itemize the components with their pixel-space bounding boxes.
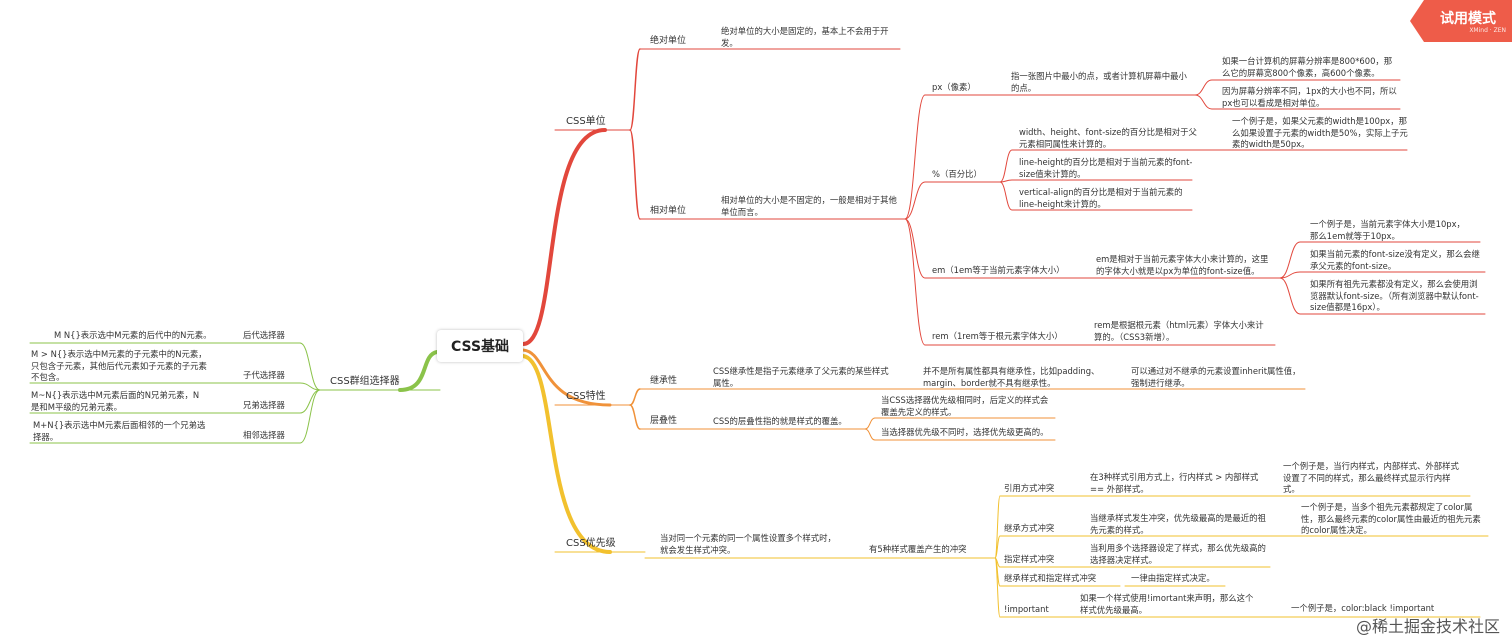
em-note-3[interactable]: 如果所有祖先元素都没有定义，那么会使用浏览器默认font-size。（所有浏览器… [1310, 279, 1479, 312]
topic-relative-unit[interactable]: 相对单位 [650, 206, 687, 216]
px-desc[interactable]: 指一张图片中最小的点，或者计算机屏幕中最小的点。 [1011, 71, 1187, 93]
connector [629, 404, 641, 430]
branch-priority [521, 354, 612, 554]
priority-item-desc[interactable]: 如果一个样式使用!imortant来声明，那么这个样式优先级最高。 [1080, 593, 1254, 615]
em-note-2[interactable]: 如果当前元素的font-size没有定义，那么会继承父元素的font-size。 [1310, 249, 1480, 271]
topic-inherit[interactable]: 继承性 [650, 376, 678, 386]
priority-item-desc[interactable]: 一律由指定样式决定。 [1131, 573, 1215, 583]
priority-item-desc[interactable]: 在3种样式引用方式上，行内样式 > 内部样式 == 外部样式。 [1090, 472, 1259, 494]
connector [629, 388, 641, 406]
priority-item-label[interactable]: !important [1004, 604, 1049, 614]
priority-item-label[interactable]: 继承方式冲突 [1004, 523, 1055, 533]
topic-css-selectors[interactable]: CSS群组选择器 [330, 376, 400, 387]
selector-label[interactable]: 兄弟选择器 [243, 400, 285, 410]
topic-em[interactable]: em（1em等于当前元素字体大小） [932, 265, 1065, 275]
cascade-note-1[interactable]: 当CSS选择器优先级相同时，后定义的样式会覆盖先定义的样式。 [881, 395, 1049, 417]
topic-px[interactable]: px（像素） [932, 82, 976, 92]
priority-item-example[interactable]: 一个例子是，当多个祖先元素都规定了color属性，那么最终元素的color属性由… [1301, 502, 1481, 535]
connector [299, 382, 321, 391]
connector [999, 149, 1013, 183]
inherit-desc-3[interactable]: 可以通过对不继承的元素设置inherit属性值，强制进行继承。 [1131, 366, 1301, 388]
connector [299, 389, 321, 444]
connector [994, 535, 1001, 559]
topic-css-priority[interactable]: CSS优先级 [566, 538, 616, 549]
percent-desc-b[interactable]: line-height的百分比是相对于当前元素的font-size值来计算的。 [1019, 157, 1193, 179]
priority-item-example[interactable]: 一个例子是，当行内样式，内部样式、外部样式设置了不同的样式，那么最终样式显示行内… [1283, 461, 1459, 494]
priority-item-desc[interactable]: 当利用多个选择器设定了样式，那么优先级高的选择器决定样式。 [1090, 543, 1266, 565]
connector [1194, 79, 1213, 96]
selector-desc[interactable]: M~N{}表示选中M元素后面的N兄弟元素，N是和M平级的兄弟元素。 [31, 390, 200, 412]
connector [904, 94, 926, 220]
topic-cascade[interactable]: 层叠性 [650, 416, 678, 426]
em-desc[interactable]: em是相对于当前元素字体大小来计算的，这里的字体大小就是以px为单位的font-… [1096, 254, 1269, 276]
connector [1194, 94, 1213, 110]
px-note-1[interactable]: 如果一台计算机的屏幕分辨率是800*600，那么它的屏幕宽800个像素，高600… [1222, 56, 1393, 78]
em-note-1[interactable]: 一个例子是，当前元素字体大小是10px，那么1em就等于10px。 [1310, 219, 1465, 241]
trial-mode-sub: XMind · ZEN [1469, 27, 1506, 34]
priority-item-label[interactable]: 引用方式冲突 [1004, 483, 1055, 493]
relative-unit-desc[interactable]: 相对单位的大小是不固定的，一般是相对于其他单位而言。 [721, 195, 897, 217]
selector-label[interactable]: 后代选择器 [243, 330, 285, 340]
branch-features [521, 348, 612, 407]
topic-css-features[interactable]: CSS特性 [566, 391, 606, 402]
percent-desc-c[interactable]: vertical-align的百分比是相对于当前元素的line-height来计… [1019, 187, 1183, 209]
topic-absolute-unit[interactable]: 绝对单位 [650, 36, 687, 46]
topic-percent[interactable]: %（百分比） [932, 169, 982, 179]
connector [904, 181, 926, 220]
selector-label[interactable]: 相邻选择器 [243, 430, 285, 440]
selector-desc[interactable]: M+N{}表示选中M元素后面相邻的一个兄弟选择器。 [33, 420, 206, 442]
rem-desc[interactable]: rem是根据根元素（html元素）字体大小来计算的。（CSS3新增）。 [1094, 320, 1264, 342]
topic-rem[interactable]: rem（1rem等于根元素字体大小） [932, 331, 1063, 341]
topic-css-units[interactable]: CSS单位 [566, 116, 606, 127]
connector [904, 218, 926, 346]
selector-desc[interactable]: M N{}表示选中M元素的后代中的N元素。 [54, 330, 212, 340]
selector-label[interactable]: 子代选择器 [243, 370, 285, 380]
branch-units [521, 128, 607, 346]
percent-example[interactable]: 一个例子是，如果父元素的width是100px，那么如果设置子元素的width是… [1232, 116, 1408, 149]
selector-desc[interactable]: M > N{}表示选中M元素的子元素中的N元素，只包含子元素，其他后代元素如子元… [31, 349, 207, 382]
connector [629, 48, 641, 131]
connector [864, 417, 876, 430]
connector [629, 129, 641, 220]
priority-item-label[interactable]: 继承样式和指定样式冲突 [1004, 573, 1097, 583]
connector [1279, 241, 1301, 279]
percent-desc-a[interactable]: width、height、font-size的百分比是相对于父元素相同属性来计算… [1019, 127, 1197, 149]
connector [299, 342, 321, 391]
watermark: @稀土掘金技术社区 [1355, 617, 1500, 636]
priority-item-desc[interactable]: 当继承样式发生冲突，优先级最高的是最近的祖先元素的样式。 [1090, 513, 1266, 535]
priority-item-example[interactable]: 一个例子是，color:black !important [1291, 603, 1435, 613]
connector [864, 428, 876, 441]
connector [1279, 271, 1301, 279]
cascade-note-2[interactable]: 当选择器优先级不同时，选择优先级更高的。 [881, 427, 1049, 437]
trial-mode-title: 试用模式 [1440, 11, 1496, 27]
priority-sub[interactable]: 有5种样式覆盖产生的冲突 [869, 544, 967, 554]
inherit-desc[interactable]: CSS继承性是指子元素继承了父元素的某些样式属性。 [713, 366, 889, 388]
priority-item-label[interactable]: 指定样式冲突 [1004, 554, 1055, 564]
connector [904, 218, 926, 279]
connector [994, 557, 1001, 618]
branch-selectors [398, 350, 439, 392]
px-note-2[interactable]: 因为屏幕分辨率不同，1px的大小也不同，所以px也可以看成是相对单位。 [1222, 86, 1397, 108]
absolute-unit-desc[interactable]: 绝对单位的大小是固定的，基本上不会用于开发。 [721, 26, 889, 48]
connector [999, 181, 1013, 211]
cascade-desc[interactable]: CSS的层叠性指的就是样式的覆盖。 [713, 416, 847, 426]
inherit-desc-2[interactable]: 并不是所有属性都具有继承性，比如padding、margin、border就不具… [923, 366, 1100, 388]
connector [299, 389, 321, 414]
connector [1279, 277, 1301, 315]
root-topic[interactable]: CSS基础 [437, 330, 523, 362]
priority-desc[interactable]: 当对同一个元素的同一个属性设置多个样式时，就会发生样式冲突。 [660, 533, 836, 555]
trial-mode-badge[interactable]: 试用模式 XMind · ZEN [1410, 0, 1512, 42]
